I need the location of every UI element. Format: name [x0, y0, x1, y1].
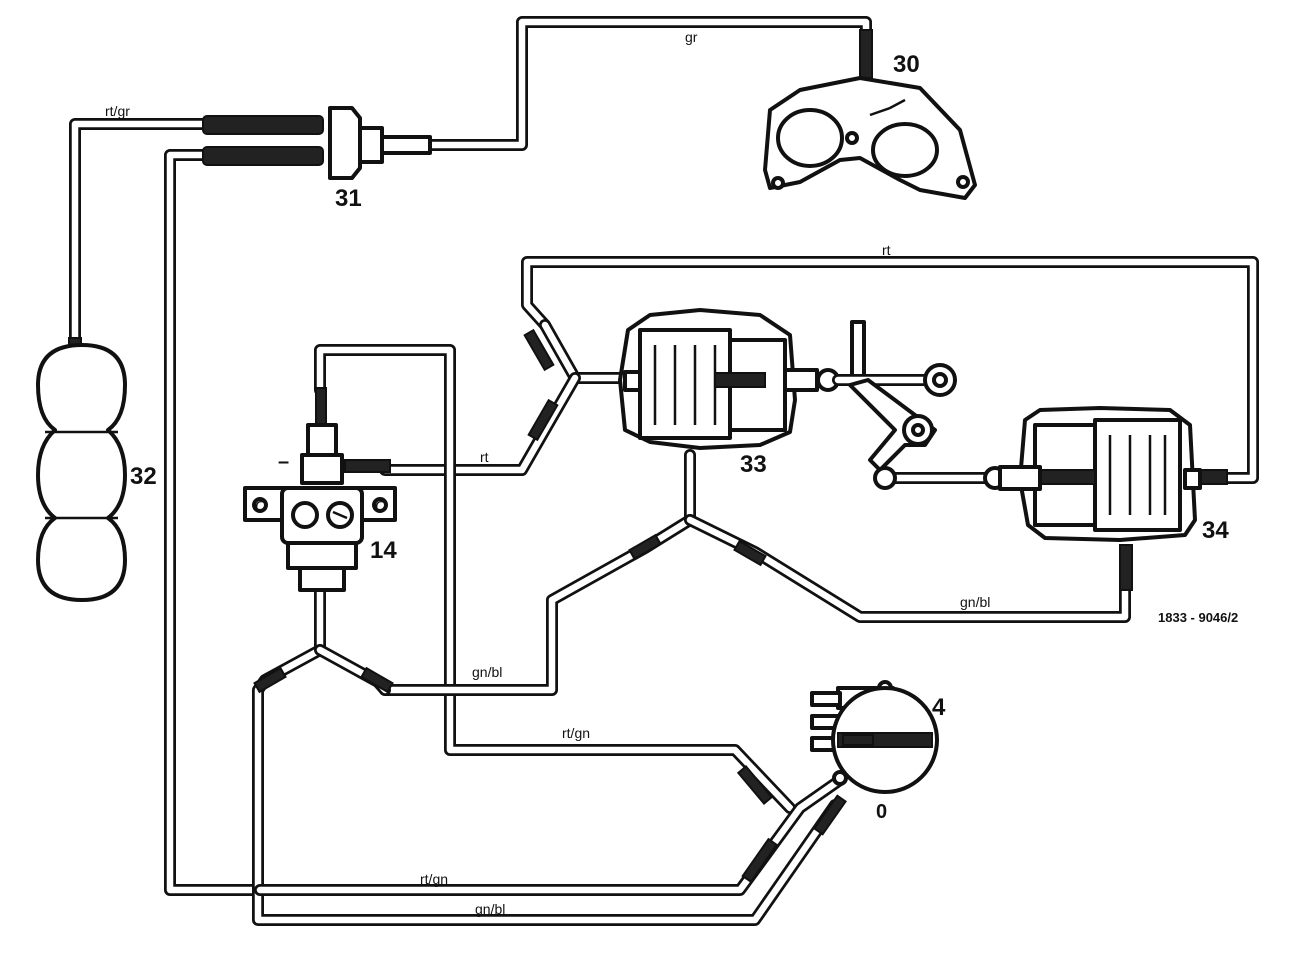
- label-34: 34: [1202, 517, 1229, 544]
- hose-label-rt-top: rt: [882, 242, 891, 258]
- label-32: 32: [130, 463, 157, 490]
- vacuum-element-34: [998, 406, 1202, 542]
- c-mark-right: C: [375, 499, 387, 516]
- rotary-switch-4: [810, 680, 939, 794]
- switchover-valve-31: [202, 106, 432, 180]
- hose-label-gr: gr: [685, 29, 698, 45]
- hose-label-gn-bl-bottom: gn/bl: [475, 901, 505, 917]
- hose-label-rt-gn-bottom: rt/gn: [420, 871, 448, 887]
- vacuum-reservoir-32: [36, 337, 127, 602]
- hose-color-labels: gr rt/gr rt rt gn/bl gn/bl rt/gn rt/gn g…: [105, 29, 990, 917]
- check-valve-marks: – C C: [255, 451, 387, 516]
- switch-position-0: 0: [876, 801, 887, 823]
- check-valve-14: [243, 423, 397, 592]
- label-30: 30: [893, 51, 920, 78]
- label-31: 31: [335, 185, 362, 212]
- hose-label-rt-gr: rt/gr: [105, 103, 130, 119]
- label-4: 4: [932, 694, 946, 721]
- hose-label-rt-gn-mid: rt/gn: [562, 725, 590, 741]
- vacuum-element-33: [618, 308, 840, 450]
- linkage-lever: [832, 320, 1007, 490]
- hose-label-gn-bl-right: gn/bl: [960, 594, 990, 610]
- figure-reference: 1833 - 9046/2: [1158, 610, 1238, 625]
- label-33: 33: [740, 451, 767, 478]
- hose-label-gn-bl-mid: gn/bl: [472, 664, 502, 680]
- throttle-housing-30: [763, 76, 977, 200]
- component-numbers: 30 31 32 33 34 14 4 0: [130, 51, 1229, 823]
- minus-mark: –: [278, 451, 289, 473]
- c-mark-left: C: [255, 499, 267, 516]
- vacuum-hoses: [69, 16, 1259, 926]
- label-14: 14: [370, 537, 397, 564]
- hose-label-rt-14: rt: [480, 449, 489, 465]
